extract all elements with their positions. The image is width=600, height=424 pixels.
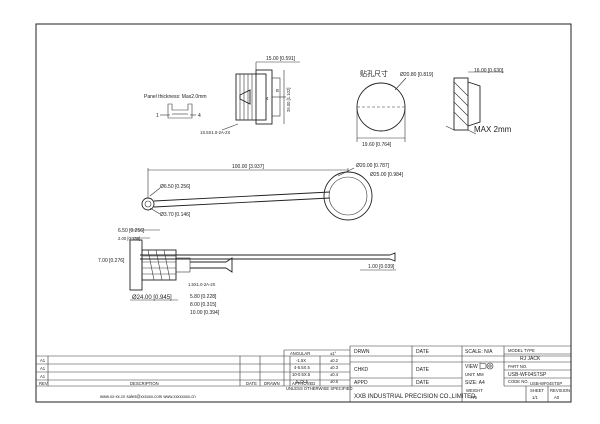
cutout-right-dim: 16.00 [0.630] — [474, 68, 504, 74]
small-tag: 1.5X1.0-2A-2X — [188, 282, 216, 287]
side-small-4: 4 — [266, 96, 269, 101]
tb-unless: UNLESS OTHERWISE SPECIFIED — [286, 386, 352, 391]
tb-angular: ANGULAR — [290, 351, 310, 356]
tb-appd: APPD — [354, 380, 368, 386]
cutout-profile — [453, 71, 504, 131]
dim-24: Ø24.00 [0.945] — [132, 295, 172, 301]
cap-section-view — [129, 239, 396, 291]
tb-rev-row-1: A1 — [40, 358, 46, 363]
dim-6-50: 6.50 [0.256] — [118, 228, 145, 234]
hole-small: Ø3.70 [0.146] — [160, 212, 191, 218]
tb-tol2: 4-5.5X.5 — [294, 365, 311, 370]
tb-part-no: USB-WF04STSP — [508, 372, 547, 378]
dim-8-00: 8.00 [0.315] — [190, 302, 217, 308]
tb-revision: REVISION — [550, 388, 570, 393]
tb-tol4v: ±0.5 — [330, 379, 339, 384]
connector-side-view — [235, 69, 286, 125]
tb-rev-head-appr: APPROVED — [292, 381, 315, 386]
side-small-b: B — [276, 88, 279, 93]
hole-big: Ø6.50 [0.256] — [160, 184, 191, 190]
cutout-title: 贴孔尺寸 — [360, 69, 388, 78]
panel-note: Panel thickness: Max2.0mm — [144, 94, 207, 100]
tb-date-3: DATE — [416, 380, 430, 386]
tb-tol1: -1.5X — [296, 358, 306, 363]
ring-outer: Ø25.00 [0.984] — [370, 172, 404, 178]
tb-code-label: CODE NO. — [508, 379, 529, 384]
dim-2-00: 2.00 [0.138] — [118, 236, 140, 241]
dim-10-00: 10.00 [0.394] — [190, 310, 220, 316]
tb-rev-head-date: DATE — [246, 381, 257, 386]
pin-left-label: 1 — [156, 113, 159, 119]
tb-model-type: MODEL TYPE — [508, 348, 535, 353]
tb-tol3: 10-0.5X.5 — [292, 372, 311, 377]
tb-rev-head-drawn: DRAWN — [264, 381, 280, 386]
tb-date-2: DATE — [416, 367, 430, 373]
tb-rev-head-desc: DESCRIPTION — [130, 381, 159, 386]
tb-scale: SCALE: N/A — [465, 349, 493, 355]
cutout-width: 19.60 [0.764] — [362, 142, 392, 148]
ring-inner: Ø20.00 [0.787] — [356, 163, 390, 169]
tb-sheet: SHEET — [530, 388, 544, 393]
tb-tol1v: ±0.2 — [330, 358, 339, 363]
dim-1-00: 1.00 [0.039] — [368, 264, 395, 270]
tb-model-value: RJ JACK — [520, 356, 541, 362]
tb-tol4: 5.7X.5 — [296, 379, 309, 384]
dim-7-00: 7.00 [0.276] — [98, 258, 125, 264]
tb-rev-row-2: A1 — [40, 366, 46, 371]
projection-symbol-icon — [479, 362, 494, 370]
thread-label: 1S.5X1.0-2A-2X — [200, 130, 230, 135]
tb-company: XXB INDUSTRIAL PRECISION CO.,LIMITED — [354, 394, 476, 400]
tb-weight-val: 775 — [470, 395, 478, 400]
tb-rev-row-3: A1 — [40, 374, 46, 379]
max-label: MAX 2mm — [474, 125, 512, 134]
tb-rev-head-rev: REV — [39, 381, 48, 386]
tb-size: SIZE: A4 — [465, 380, 485, 386]
tb-code-no: USB-WF04STSP — [530, 381, 562, 386]
tb-tol3v: ±0.4 — [330, 372, 339, 377]
cap-length: 100.00 [3.937] — [232, 164, 265, 170]
tb-view: VIEW — [465, 364, 478, 370]
tb-drawn: DRWN — [354, 349, 370, 355]
tb-part-no-label: PART NO. — [508, 364, 527, 369]
cutout-circle — [356, 77, 407, 142]
cutout-dia: Ø20.80 [0.819] — [400, 72, 434, 78]
tb-weight: WEIGHT — [466, 388, 483, 393]
tb-footer-left: www.xx-xx.cn sales@xxxxxx.com www.xxxxxx… — [100, 394, 196, 399]
tb-ang-val: ±1° — [330, 351, 337, 356]
tb-unit: UNIT: MM — [465, 372, 484, 377]
tb-date-1: DATE — [416, 349, 430, 355]
dim-side-height: 26.00 [1.102] — [286, 88, 291, 112]
pin-diagram — [160, 103, 196, 119]
title-block-lines — [36, 345, 571, 402]
sheet-border — [35, 23, 572, 403]
tb-chkd: CHKD — [354, 367, 369, 373]
tb-revision-val: A0 — [554, 395, 560, 400]
dim-5-80: 5.80 [0.228] — [190, 294, 217, 300]
tb-sheet-val: 1/1 — [532, 395, 538, 400]
tb-tol2v: ±0.3 — [330, 365, 339, 370]
dim-top-width: 15.00 [0.591] — [266, 56, 296, 62]
pin-right-label: 4 — [198, 113, 201, 119]
